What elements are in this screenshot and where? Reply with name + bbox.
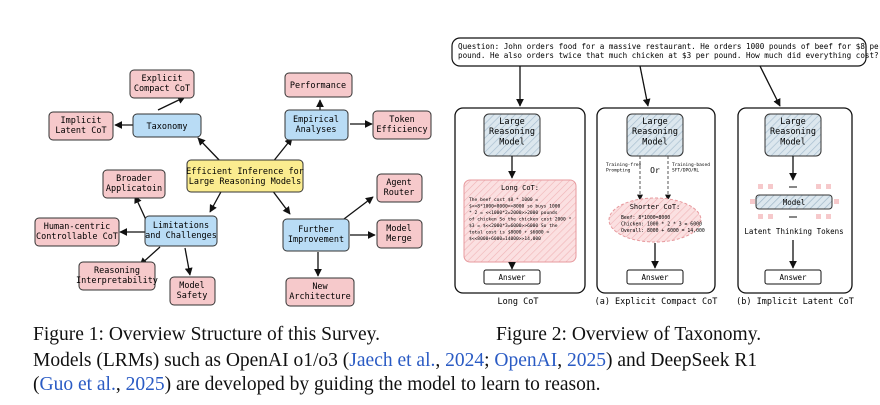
human-centric-node: [34, 217, 120, 247]
lrm-box-2: [626, 113, 684, 157]
shorter-cot-title: Shorter CoT:: [630, 203, 681, 211]
citation-year-link[interactable]: 2025: [567, 350, 606, 371]
figure-2-caption: Figure 2: Overview of Taxonomy.: [496, 324, 762, 345]
panel-implicit-label: (b) Implicit Latent CoT: [736, 297, 854, 307]
taxonomy-label: Taxonomy: [147, 122, 188, 132]
body-text-segment: ,: [115, 374, 126, 395]
figure-1-caption: Figure 1: Overview Structure of this Sur…: [33, 324, 380, 345]
safety-node: [169, 276, 216, 306]
answer-box-2: [626, 269, 684, 285]
performance-node: [284, 72, 353, 98]
latent-token-squares: [750, 184, 839, 219]
token-node: [372, 110, 432, 140]
center-node: [186, 159, 304, 193]
explicit-node: [129, 69, 195, 99]
answer-box-3: [764, 269, 822, 285]
taxonomy-node: [132, 113, 202, 138]
body-text-segment: ) and DeepSeek R1: [606, 350, 758, 371]
body-text-segment: ) are developed by guiding the model to …: [164, 374, 601, 395]
further-node: [282, 218, 350, 252]
body-text-segment: ;: [484, 350, 495, 371]
broader-node: [102, 169, 166, 199]
shorter-cot-ellipse: [608, 197, 702, 243]
reasoning-interp-node: [78, 261, 156, 291]
answer-box-1: [483, 269, 541, 285]
limitations-node: [144, 215, 218, 247]
long-cot-text: The beef cost $8 * 1000 =$<<8*1000=8000>…: [469, 197, 572, 242]
or-label: Or: [650, 166, 660, 175]
empirical-node: [284, 109, 349, 141]
body-text-segment: ,: [435, 350, 446, 371]
panel-long-cot-label: Long CoT: [498, 297, 539, 307]
figure-1-edges: [114, 96, 376, 277]
new-architecture-node: [285, 277, 355, 307]
citation-link-jaech[interactable]: Jaech et al.: [349, 350, 436, 371]
figure-2: Question: John orders food for a massive…: [451, 37, 880, 307]
latent-model-label: Model: [783, 198, 806, 207]
performance-label: Performance: [290, 81, 346, 91]
body-text-segment: (: [33, 374, 40, 395]
citation-year-link[interactable]: 2025: [125, 374, 165, 395]
latent-model-box: [755, 194, 833, 210]
answer-label-3: Answer: [779, 273, 807, 282]
panel-explicit-label: (a) Explicit Compact CoT: [595, 297, 718, 307]
body-line-1: Models (LRMs) such as OpenAI o1/o3 (Jaec…: [33, 349, 757, 373]
model-merge-node: [376, 219, 423, 249]
answer-label-1: Answer: [498, 273, 526, 282]
citation-link-guo[interactable]: Guo et al.: [39, 374, 116, 395]
citation-year-link[interactable]: 2024: [445, 350, 485, 371]
implicit-node: [48, 111, 114, 141]
answer-label-2: Answer: [641, 273, 669, 282]
body-text-segment: ,: [557, 350, 567, 371]
question-text: Question: John orders food for a massive…: [458, 42, 880, 60]
agent-router-node: [376, 173, 423, 203]
body-text-segment: Models (LRMs) such as OpenAI o1/o3 (: [33, 350, 350, 371]
question-arrows: [516, 65, 781, 107]
question-box: [451, 37, 867, 67]
body-line-2: (Guo et al., 2025) are developed by guid…: [33, 373, 601, 397]
latent-tokens-label: Latent Thinking Tokens: [744, 227, 843, 236]
long-cot-box: [463, 179, 577, 263]
long-cot-title: Long CoT:: [501, 184, 539, 192]
citation-link-openai[interactable]: OpenAI: [494, 350, 558, 371]
